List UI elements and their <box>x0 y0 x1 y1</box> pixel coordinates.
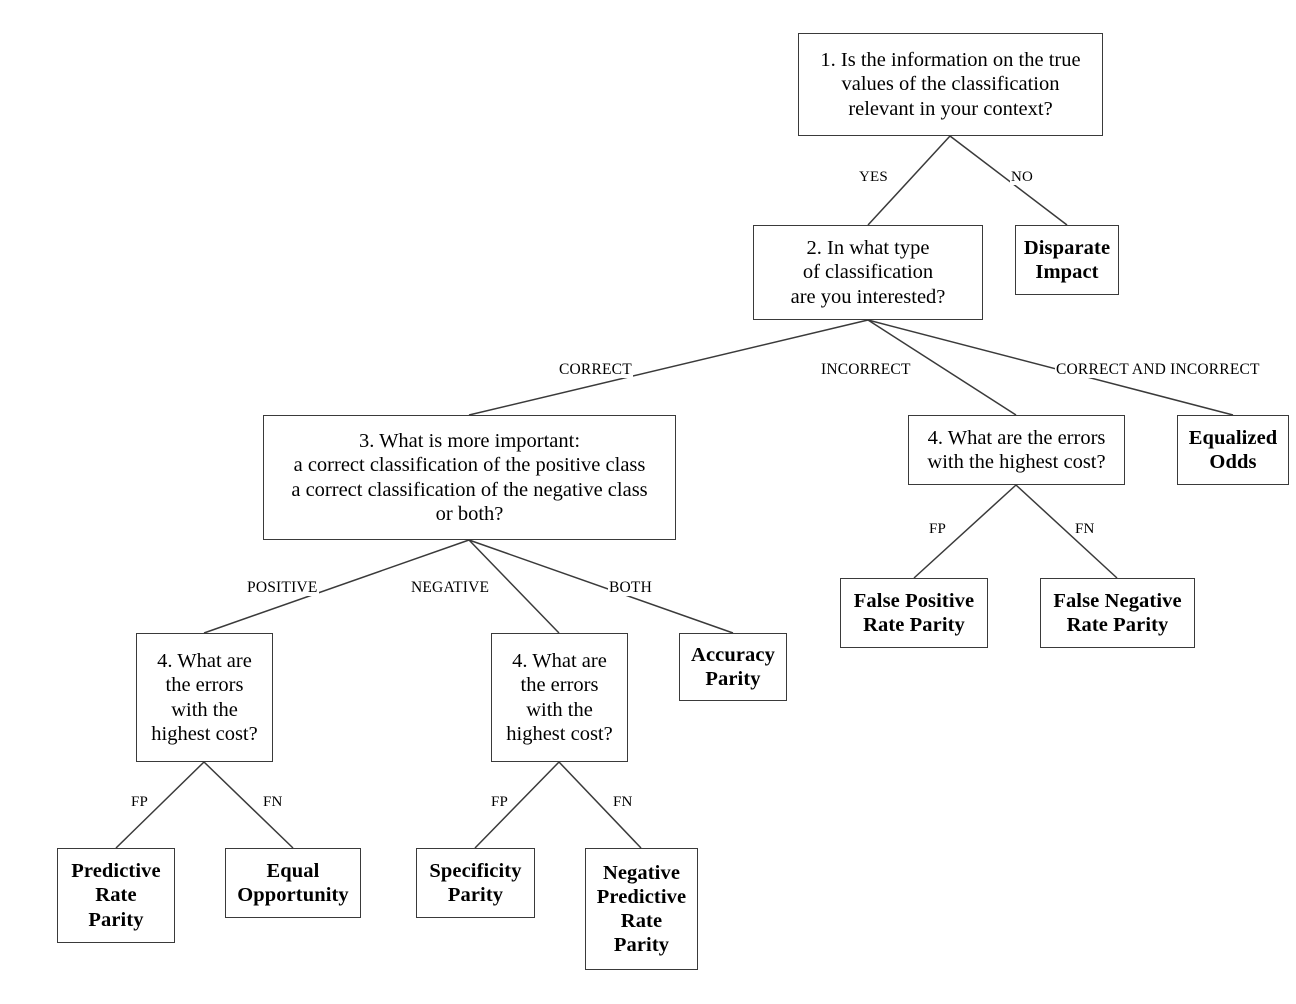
edge-label-e-q4left-fp: FP <box>130 794 150 810</box>
node-line: Rate <box>620 910 663 932</box>
edge-label-e-q4mid-fn: FN <box>612 794 634 810</box>
node-line: with the highest cost? <box>927 451 1106 473</box>
node-line: Equal <box>266 859 320 882</box>
node-line: Rate <box>95 884 137 907</box>
node-line: Specificity <box>429 859 522 882</box>
edge-label-e-q2-correct-and-incorrect: CORRECT AND INCORRECT <box>1055 361 1261 378</box>
edge-label-e-q1-yes: YES <box>858 169 889 185</box>
node-line: Odds <box>1209 451 1257 473</box>
node-line: a correct classification of the negative… <box>291 478 648 501</box>
node-line: Parity <box>705 668 761 690</box>
node-line: Predictive <box>71 860 161 883</box>
node-line: Rate Parity <box>1066 614 1169 636</box>
node-line: a correct classification of the positive… <box>293 454 646 477</box>
edge-label-e-q1-no: NO <box>1010 169 1035 185</box>
edge-e-q2-correct <box>468 319 869 416</box>
node-line: Parity <box>613 934 670 957</box>
node-line: Disparate <box>1023 236 1111 259</box>
node-line: relevant in your context? <box>848 97 1053 120</box>
node-line: Parity <box>447 884 504 906</box>
node-line: with the <box>171 698 238 721</box>
node-line: with the <box>526 698 593 721</box>
edge-label-e-q2-correct: CORRECT <box>558 361 633 378</box>
edge-label-e-q4left-fn: FN <box>262 794 284 810</box>
edge-e-q1-no <box>949 135 1068 226</box>
edge-e-q4right-fn <box>1015 484 1118 579</box>
node-line: False Positive <box>853 589 975 612</box>
node-line: highest cost? <box>151 722 258 745</box>
edge-label-e-q4right-fp: FP <box>928 521 948 537</box>
node-line: Rate Parity <box>863 614 965 636</box>
node-line: the errors <box>520 674 599 697</box>
node-line: Predictive <box>596 885 687 908</box>
node-line: Negative <box>602 861 681 884</box>
node-line: values of the classification <box>841 73 1060 96</box>
edge-e-q4mid-fp <box>474 761 560 849</box>
node-line: the errors <box>165 674 244 697</box>
node-line: 4. What are <box>157 650 252 673</box>
node-line: Equalized <box>1188 426 1278 449</box>
edge-label-e-q3-both: BOTH <box>608 579 653 596</box>
node-line: Opportunity <box>237 884 349 906</box>
edge-label-e-q2-incorrect: INCORRECT <box>820 361 912 378</box>
node-line: 2. In what type <box>806 237 930 260</box>
edge-e-q3-both <box>468 539 734 634</box>
node-line: 4. What are the errors <box>927 426 1106 449</box>
node-line: Impact <box>1035 261 1099 283</box>
edge-label-e-q3-negative: NEGATIVE <box>410 579 491 596</box>
node-line: 3. What is more important: <box>358 430 581 453</box>
node-line: Parity <box>88 908 144 931</box>
node-q3[interactable]: 3. What is more important:a correct clas… <box>263 415 676 540</box>
node-line: or both? <box>435 502 504 525</box>
edge-label-e-q3-positive: POSITIVE <box>246 579 319 596</box>
edge-label-e-q4right-fn: FN <box>1074 521 1096 537</box>
node-line: 4. What are <box>512 650 607 673</box>
node-line: highest cost? <box>506 722 613 745</box>
node-line: are you interested? <box>790 285 946 308</box>
node-line: 1. Is the information on the true <box>820 49 1081 72</box>
node-line: False Negative <box>1053 589 1182 612</box>
node-line: of classification <box>802 261 934 284</box>
node-line: Accuracy <box>691 643 775 666</box>
edge-label-e-q4mid-fp: FP <box>490 794 510 810</box>
